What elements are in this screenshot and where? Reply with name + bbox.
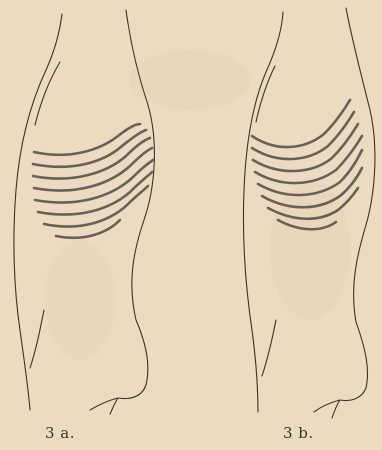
figure-3a-inner-line xyxy=(35,62,60,125)
figure-3a-ribs xyxy=(33,124,153,238)
figure-3b-arm-line xyxy=(262,320,276,376)
figure-3a-rib-8 xyxy=(56,220,120,238)
paper-texture xyxy=(45,50,350,360)
figure-3a-lower-contour xyxy=(90,398,118,410)
figure-3a-caption: 3 a. xyxy=(45,424,75,442)
figure-3a-rib-2 xyxy=(33,130,146,167)
figure-3a-rib-1 xyxy=(34,124,140,155)
figure-3a-rib-3 xyxy=(33,138,150,179)
figure-3b-caption: 3 b. xyxy=(283,424,314,442)
figure-3a-rib-7 xyxy=(44,186,148,227)
figure-3a-arm-line xyxy=(30,310,44,368)
